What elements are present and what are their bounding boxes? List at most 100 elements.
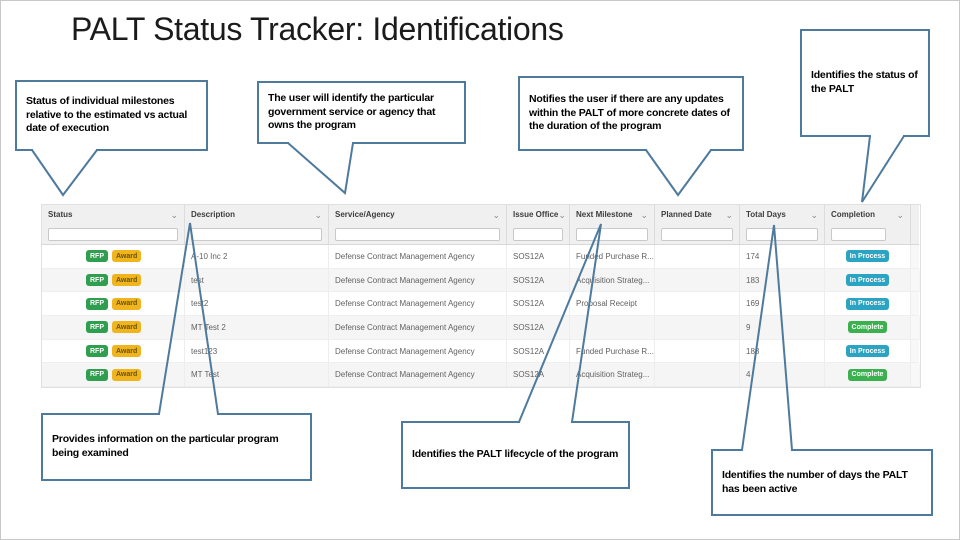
callout-palt-status: Identifies the status of the PALT [800, 29, 930, 137]
page-title: PALT Status Tracker: Identifications [71, 11, 564, 47]
filter-input-issue-office[interactable] [513, 227, 563, 241]
table-header-row: Status ⌄ Description ⌄ Service/Agency ⌄ … [42, 205, 920, 224]
completion-badge: Complete [847, 321, 888, 334]
rfp-badge: RFP [86, 297, 108, 310]
table-filter-row [42, 224, 920, 245]
cell-status: RFP Award [42, 292, 185, 317]
cell-service-agency: Defense Contract Management Agency [329, 268, 507, 293]
column-header-planned-date[interactable]: Planned Date ⌄ [655, 205, 740, 224]
scrollbar-gutter [911, 205, 919, 224]
cell-issue-office: SOS12A [507, 268, 570, 293]
award-badge: Award [112, 274, 142, 287]
chevron-down-icon[interactable]: ⌄ [558, 209, 566, 220]
chevron-down-icon[interactable]: ⌄ [896, 209, 904, 220]
chevron-down-icon[interactable]: ⌄ [170, 209, 178, 220]
cell-issue-office: SOS12A [507, 339, 570, 364]
column-header-service-agency[interactable]: Service/Agency ⌄ [329, 205, 507, 224]
column-header-status[interactable]: Status ⌄ [42, 205, 185, 224]
callout-text: Notifies the user if there are any updat… [529, 92, 730, 133]
completion-badge: In Process [845, 345, 890, 358]
callout-tail-planned-date [645, 149, 712, 197]
cell-planned-date [655, 316, 740, 340]
cell-next-milestone: Acquisition Strateg... [570, 268, 655, 293]
completion-badge: Complete [847, 368, 888, 381]
chevron-down-icon[interactable]: ⌄ [640, 209, 648, 220]
filter-cell [42, 224, 185, 245]
cell-issue-office: SOS12A [507, 363, 570, 388]
cell-total-days: 9 [740, 316, 825, 340]
filter-input-service-agency[interactable] [335, 227, 500, 241]
scrollbar-gutter [911, 268, 919, 293]
cell-description: test [185, 268, 329, 293]
cell-completion: Complete [825, 316, 911, 340]
cell-planned-date [655, 292, 740, 317]
column-label: Description [191, 210, 236, 219]
filter-cell [655, 224, 740, 245]
filter-input-total-days[interactable] [746, 227, 818, 241]
column-label: Total Days [746, 210, 786, 219]
award-badge: Award [112, 345, 142, 358]
column-label: Planned Date [661, 210, 712, 219]
cell-next-milestone: Funded Purchase R... [570, 339, 655, 364]
column-label: Issue Office [513, 210, 559, 219]
cell-completion: In Process [825, 339, 911, 364]
award-badge: Award [112, 297, 142, 310]
chevron-down-icon[interactable]: ⌄ [492, 209, 500, 220]
cell-service-agency: Defense Contract Management Agency [329, 363, 507, 388]
cell-planned-date [655, 268, 740, 293]
scrollbar-gutter [911, 339, 919, 364]
filter-input-next-milestone[interactable] [576, 227, 648, 241]
cell-description: test123 [185, 339, 329, 364]
cell-description: test2 [185, 292, 329, 317]
column-header-completion[interactable]: Completion ⌄ [825, 205, 911, 224]
cell-issue-office: SOS12A [507, 245, 570, 269]
callout-text: Identifies the PALT lifecycle of the pro… [412, 448, 619, 461]
callout-text: Provides information on the particular p… [52, 433, 279, 459]
filter-input-description[interactable] [191, 227, 322, 241]
cell-completion: Complete [825, 363, 911, 388]
filter-input-completion[interactable] [831, 227, 886, 241]
cell-next-milestone: Acquisition Strateg... [570, 363, 655, 388]
column-header-total-days[interactable]: Total Days ⌄ [740, 205, 825, 224]
cell-total-days: 169 [740, 292, 825, 317]
palt-status-table: Status ⌄ Description ⌄ Service/Agency ⌄ … [41, 204, 921, 389]
callout-service-agency: The user will identify the particular go… [257, 81, 466, 144]
cell-next-milestone: Proposal Receipt [570, 292, 655, 317]
filter-cell [507, 224, 570, 245]
scrollbar-gutter [911, 245, 919, 269]
column-header-issue-office[interactable]: Issue Office ⌄ [507, 205, 570, 224]
cell-service-agency: Defense Contract Management Agency [329, 292, 507, 317]
filter-cell [570, 224, 655, 245]
filter-cell [329, 224, 507, 245]
callout-description: Provides information on the particular p… [41, 413, 312, 481]
chevron-down-icon[interactable]: ⌄ [314, 209, 322, 220]
chevron-down-icon[interactable]: ⌄ [725, 209, 733, 220]
cell-description: MT Test 2 [185, 316, 329, 340]
cell-completion: In Process [825, 245, 911, 269]
cell-issue-office: SOS12A [507, 292, 570, 317]
filter-cell [740, 224, 825, 245]
column-header-next-milestone[interactable]: Next Milestone ⌄ [570, 205, 655, 224]
rfp-badge: RFP [86, 321, 108, 334]
callout-next-milestone: Identifies the PALT lifecycle of the pro… [401, 421, 630, 489]
callout-tail-completion [861, 135, 905, 203]
column-label: Completion [831, 210, 875, 219]
completion-badge: In Process [845, 250, 890, 263]
callout-total-days: Identifies the number of days the PALT h… [711, 449, 933, 516]
chevron-down-icon[interactable]: ⌄ [810, 209, 818, 220]
cell-description: A-10 Inc 2 [185, 245, 329, 269]
filter-input-status[interactable] [48, 227, 178, 241]
column-header-description[interactable]: Description ⌄ [185, 205, 329, 224]
filter-input-planned-date[interactable] [661, 227, 733, 241]
